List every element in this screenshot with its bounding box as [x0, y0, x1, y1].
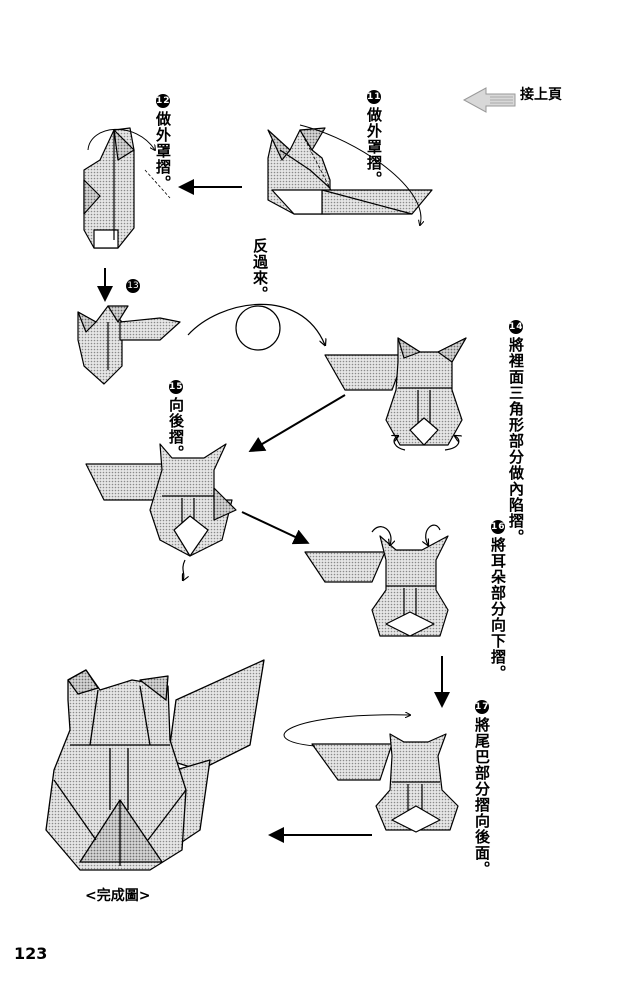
step-12-figure — [83, 127, 171, 249]
step-12-instruction: 12 做外罩摺。 — [154, 94, 172, 191]
step-14-text: 將裡面三角形部分做內陷摺。 — [507, 337, 525, 545]
flip-over-label: 反過來。 — [251, 238, 269, 302]
arrow-14-to-15 — [248, 394, 346, 453]
step-15-text: 向後摺。 — [167, 397, 185, 461]
finished-figure-caption: <完成圖> — [85, 888, 151, 904]
step-17-number: 17 — [475, 700, 490, 714]
step-13-figure — [77, 305, 181, 385]
step-15-number: 15 — [169, 380, 184, 394]
final-figure — [45, 659, 265, 871]
step-17-instruction: 17 將尾巴部分摺向後面。 — [473, 700, 491, 877]
step-11-instruction: 11 做外罩摺。 — [365, 90, 383, 187]
step-15-figure — [85, 443, 237, 580]
step-12-text: 做外罩摺。 — [154, 111, 172, 191]
step-16-number: 16 — [491, 520, 506, 534]
step-11-figure — [267, 124, 433, 225]
continue-from-previous-label: 接上頁 — [520, 87, 562, 103]
step-12-number: 12 — [156, 94, 171, 108]
step-15-instruction: 15 向後摺。 — [167, 380, 185, 461]
arrow-15-to-16 — [241, 511, 310, 545]
step-16-text: 將耳朵部分向下摺。 — [489, 537, 507, 681]
step-14-number: 14 — [509, 320, 524, 334]
step-11-text: 做外罩摺。 — [365, 107, 383, 187]
step-14-figure — [324, 337, 467, 451]
page-number: 123 — [14, 944, 48, 963]
step-11-number: 11 — [367, 90, 382, 104]
step-17-text: 將尾巴部分摺向後面。 — [473, 717, 491, 877]
continue-arrow-icon — [462, 87, 516, 113]
step-16-figure — [304, 524, 449, 637]
flip-over-icon — [187, 303, 325, 351]
step-13-number: 13 — [126, 279, 140, 293]
step-17-figure — [283, 715, 459, 833]
step-14-instruction: 14 將裡面三角形部分做內陷摺。 — [507, 320, 525, 545]
step-16-instruction: 16 將耳朵部分向下摺。 — [489, 520, 507, 681]
